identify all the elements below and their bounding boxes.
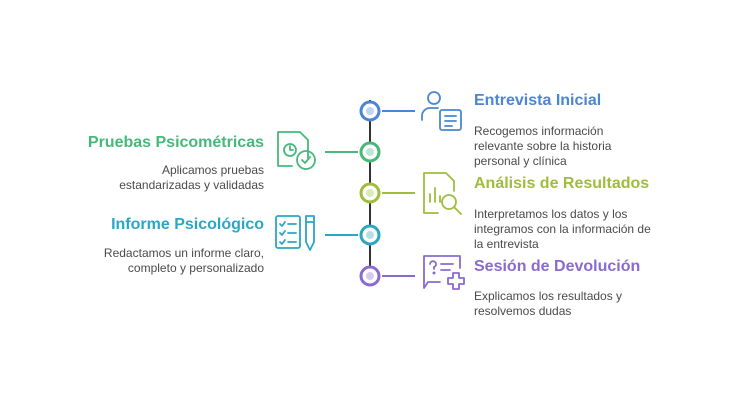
step-1-title: Entrevista Inicial: [474, 92, 602, 109]
document-clock-icon: [277, 131, 316, 170]
step-5-line-2: resolvemos dudas: [474, 304, 572, 318]
node-3: [359, 182, 381, 204]
step-5-line-1: Explicamos los resultados y: [474, 289, 623, 303]
chart-magnifier-icon: [423, 172, 462, 215]
node-1: [359, 100, 381, 122]
step-3-title: Análisis de Resultados: [474, 175, 650, 192]
step-1-line-2: relevante sobre la historia: [474, 139, 612, 153]
interview-icon: [421, 91, 462, 131]
step-1-line-1: Recogemos información: [474, 124, 604, 138]
step-2-title: Pruebas Psicométricas: [87, 134, 264, 151]
step-3-description: Interpretamos los datos y los integramos…: [474, 207, 651, 252]
chat-plus-icon: [423, 255, 465, 290]
node-4: [359, 224, 381, 246]
step-3-line-1: Interpretamos los datos y los: [474, 207, 628, 221]
step-4-title: Informe Psicológico: [111, 216, 264, 233]
step-3-line-3: la entrevista: [474, 237, 539, 251]
step-4-description: Redactamos un informe claro, completo y …: [104, 246, 264, 276]
step-2-description: Aplicamos pruebas estandarizadas y valid…: [119, 163, 264, 193]
checklist-pen-icon: [275, 215, 315, 251]
step-3-line-2: integramos con la información de: [474, 222, 651, 236]
step-4-line-1: Redactamos un informe claro,: [103, 246, 264, 260]
step-4-line-2: completo y personalizado: [127, 261, 264, 275]
step-2-line-1: Aplicamos pruebas: [161, 163, 264, 177]
step-2-line-2: estandarizadas y validadas: [119, 178, 264, 192]
node-2: [359, 141, 381, 163]
step-5-title: Sesión de Devolución: [474, 258, 641, 275]
step-1-description: Recogemos información relevante sobre la…: [474, 124, 611, 169]
node-5: [359, 265, 381, 287]
step-5-description: Explicamos los resultados y resolvemos d…: [474, 289, 622, 319]
step-1-line-3: personal y clínica: [474, 154, 567, 168]
